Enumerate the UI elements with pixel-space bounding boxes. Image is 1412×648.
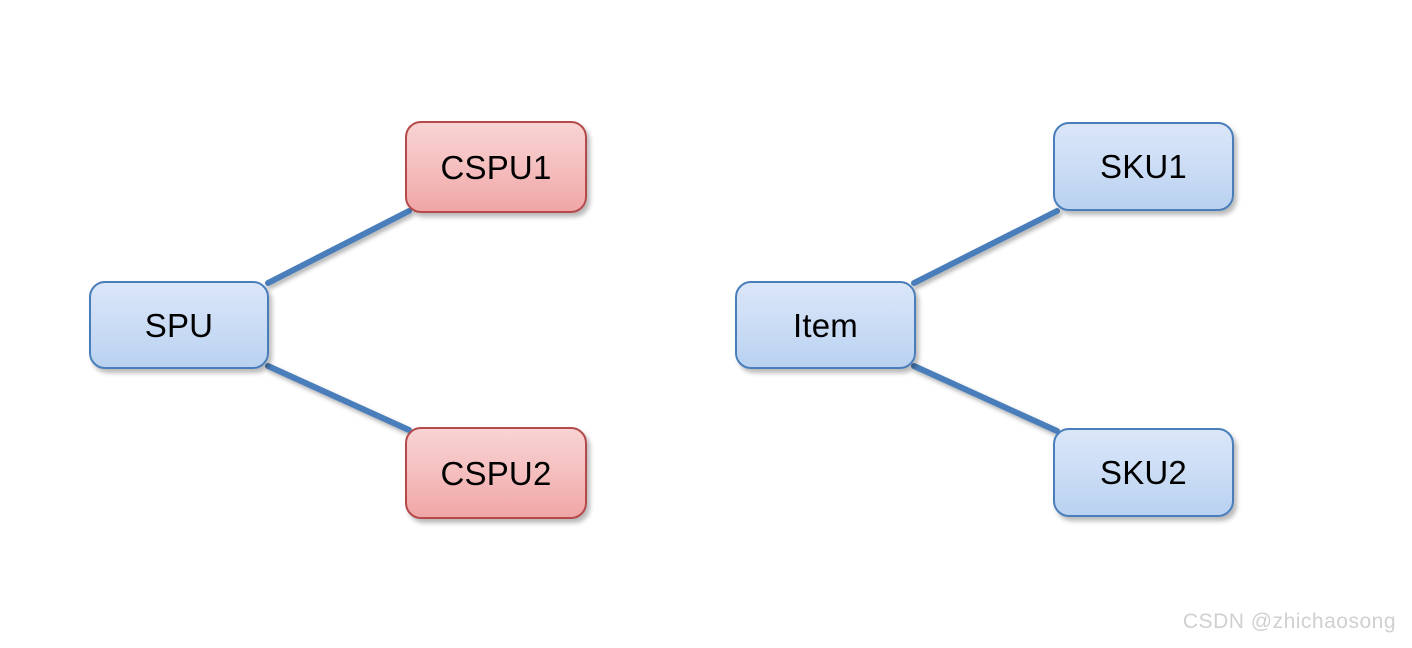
node-cspu2[interactable]: CSPU2 xyxy=(405,427,587,519)
node-sku2-label: SKU2 xyxy=(1099,454,1187,491)
node-sku1-label: SKU1 xyxy=(1099,148,1187,185)
connector-spu-cspu2 xyxy=(265,363,412,433)
node-item[interactable]: Item xyxy=(735,281,916,369)
connector-item-sku2 xyxy=(911,363,1060,434)
node-item-label: Item xyxy=(793,306,858,344)
node-spu[interactable]: SPU xyxy=(89,281,269,369)
node-sku2[interactable]: SKU2 xyxy=(1053,428,1234,517)
watermark-label: CSDN @zhichaosong xyxy=(1182,610,1396,633)
node-cspu1[interactable]: CSPU1 xyxy=(405,121,587,213)
node-cspu1-label: CSPU1 xyxy=(440,148,552,186)
node-sku1[interactable]: SKU1 xyxy=(1053,122,1234,211)
node-spu-label: SPU xyxy=(144,306,214,344)
connector-spu-cspu1 xyxy=(265,208,412,286)
node-cspu2-label: CSPU2 xyxy=(440,454,552,492)
connector-item-sku1 xyxy=(911,208,1060,286)
